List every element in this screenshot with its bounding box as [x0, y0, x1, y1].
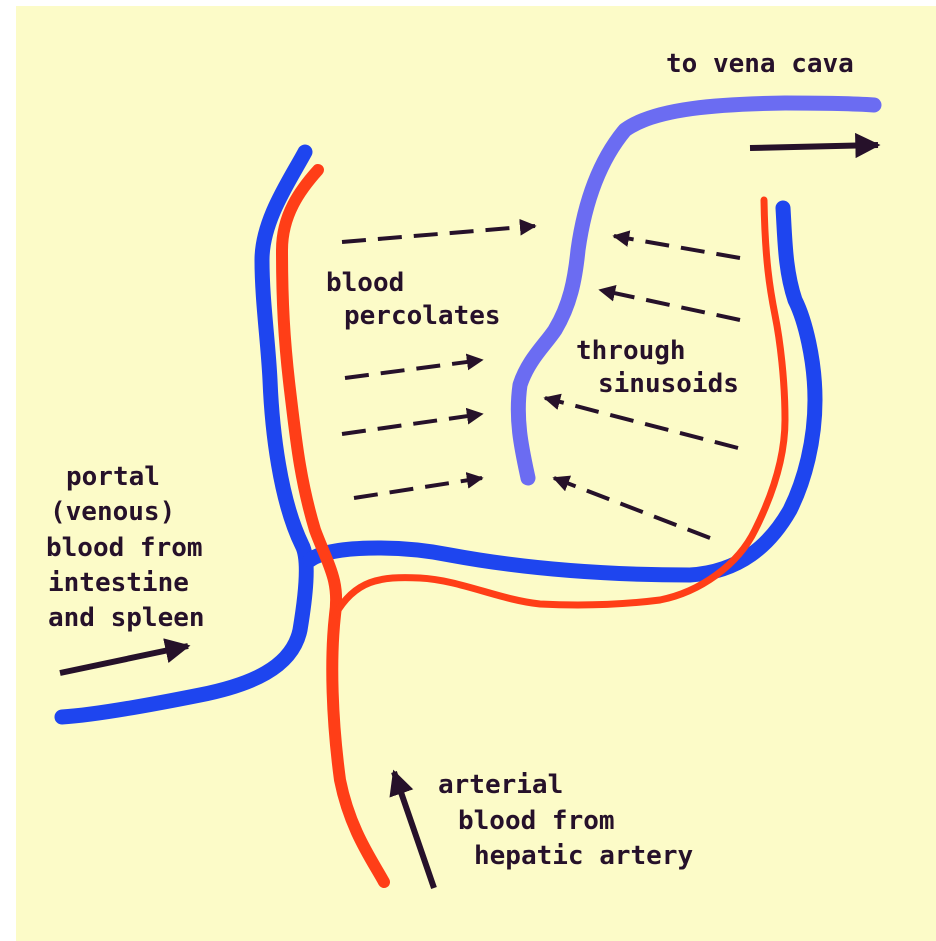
blood-label: blood [326, 265, 404, 301]
sinusoid-arrow-6 [600, 290, 740, 320]
sinusoids-label: sinusoids [598, 366, 739, 402]
sinusoid-arrow-3 [342, 414, 482, 434]
arterial-inflow-arrow [394, 772, 434, 888]
vena-cava-arrow [750, 145, 878, 148]
arterial-label-line-2: blood from [458, 803, 615, 839]
through-label: through [576, 333, 686, 369]
sinusoid-arrow-1 [342, 226, 535, 242]
portal-label-line-3: blood from [46, 530, 203, 566]
portal-label-line-4: intestine [48, 565, 189, 601]
percolates-label: percolates [344, 298, 501, 334]
sinusoid-arrow-4 [354, 478, 482, 498]
portal-label-line-5: and spleen [48, 600, 205, 636]
portal-vein-right-wall [310, 208, 815, 575]
sinusoid-arrow-8 [554, 478, 710, 538]
sinusoid-arrow-5 [614, 236, 740, 258]
sinusoid-arrow-2 [345, 360, 482, 378]
arterial-label-line-1: arterial [438, 767, 563, 803]
portal-label-line-2: (venous) [50, 494, 175, 530]
portal-inflow-arrow [60, 646, 188, 673]
vena-cava-label: to vena cava [666, 46, 854, 82]
sinusoid-arrow-7 [545, 398, 738, 448]
arterial-label-line-3: hepatic artery [474, 838, 693, 874]
portal-label-line-1: portal [66, 459, 160, 495]
